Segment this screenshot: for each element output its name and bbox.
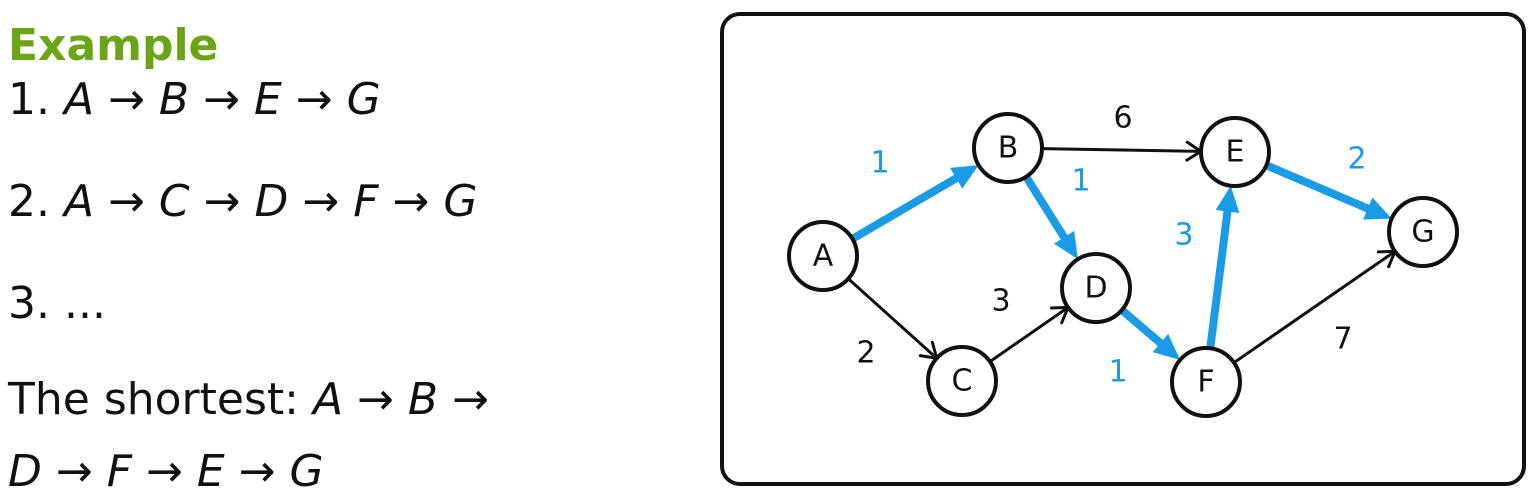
arrowhead	[1152, 333, 1181, 360]
node-circle	[1387, 196, 1459, 268]
path-item-1: 1. A → B → E → G	[8, 74, 381, 126]
node-F: F	[1170, 346, 1242, 418]
arrowhead	[1049, 305, 1070, 325]
edge-E-G	[1264, 161, 1392, 220]
shortest-route-part-1: A → B →	[312, 374, 489, 425]
node-G: G	[1387, 196, 1459, 268]
shortest-route-part-2: D → F → E → G	[8, 446, 324, 497]
edge-line	[1041, 147, 1202, 153]
node-label: C	[952, 364, 973, 399]
node-label: F	[1197, 365, 1214, 400]
edge-B-D	[1022, 174, 1078, 260]
node-circle	[1199, 116, 1271, 188]
edge-D-F	[1119, 307, 1181, 360]
edge-line	[1264, 161, 1372, 213]
edge-weight-B-D: 1	[1071, 164, 1090, 199]
path-route: A → B → E → G	[63, 74, 381, 125]
node-B: B	[972, 112, 1044, 184]
path-item-2: 2. A → C → D → F → G	[8, 176, 477, 228]
node-circle	[1060, 252, 1132, 324]
edge-weight-F-G: 7	[1333, 322, 1352, 357]
node-circle	[972, 112, 1044, 184]
shortest-label: The shortest:	[8, 374, 299, 425]
node-label: D	[1084, 271, 1107, 306]
edge-F-G	[1233, 249, 1397, 364]
edge-weight-F-E: 3	[1174, 218, 1193, 253]
text-panel: Example 1. A → B → E → G 2. A → C → D → F …	[0, 0, 700, 502]
node-label: A	[813, 239, 834, 274]
node-label: B	[998, 131, 1019, 166]
edge-weight-A-B: 1	[870, 146, 889, 181]
path-number: 2.	[8, 176, 50, 227]
path-route: ...	[63, 278, 106, 329]
edge-line	[989, 306, 1069, 363]
node-label: E	[1226, 135, 1245, 170]
edge-B-E	[1041, 140, 1203, 162]
node-circle	[926, 345, 998, 417]
node-circle	[787, 220, 859, 292]
edge-weight-C-D: 3	[991, 284, 1010, 319]
shortest-line-1: The shortest: A → B →	[8, 374, 489, 426]
edge-line	[1206, 209, 1232, 349]
edge-line	[1022, 174, 1069, 242]
node-C: C	[926, 345, 998, 417]
arrowhead	[1053, 230, 1078, 260]
arrowhead	[1363, 197, 1392, 220]
node-A: A	[787, 220, 859, 292]
example-heading: Example	[8, 20, 219, 71]
node-D: D	[1060, 252, 1132, 324]
arrowhead	[950, 165, 979, 189]
path-number: 1.	[8, 74, 50, 125]
edge-weight-B-E: 6	[1113, 101, 1132, 136]
arrowhead	[1215, 185, 1240, 214]
edge-line	[1233, 250, 1396, 364]
edge-weight-D-F: 1	[1108, 355, 1127, 390]
shortest-line-2: D → F → E → G	[8, 446, 324, 498]
arrowhead	[1376, 249, 1397, 269]
edge-weight-E-G: 2	[1347, 142, 1366, 177]
edge-line	[847, 277, 938, 360]
path-number: 3.	[8, 278, 50, 329]
node-label: G	[1411, 215, 1434, 250]
edge-line	[1119, 307, 1165, 348]
edge-weight-A-C: 2	[856, 336, 875, 371]
path-route: A → C → D → F → G	[63, 176, 478, 227]
edge-A-B	[850, 165, 979, 243]
edge-line	[850, 173, 960, 243]
path-item-3: 3....	[8, 278, 106, 330]
edge-F-E	[1206, 185, 1240, 349]
node-E: E	[1199, 116, 1271, 188]
node-circle	[1170, 346, 1242, 418]
